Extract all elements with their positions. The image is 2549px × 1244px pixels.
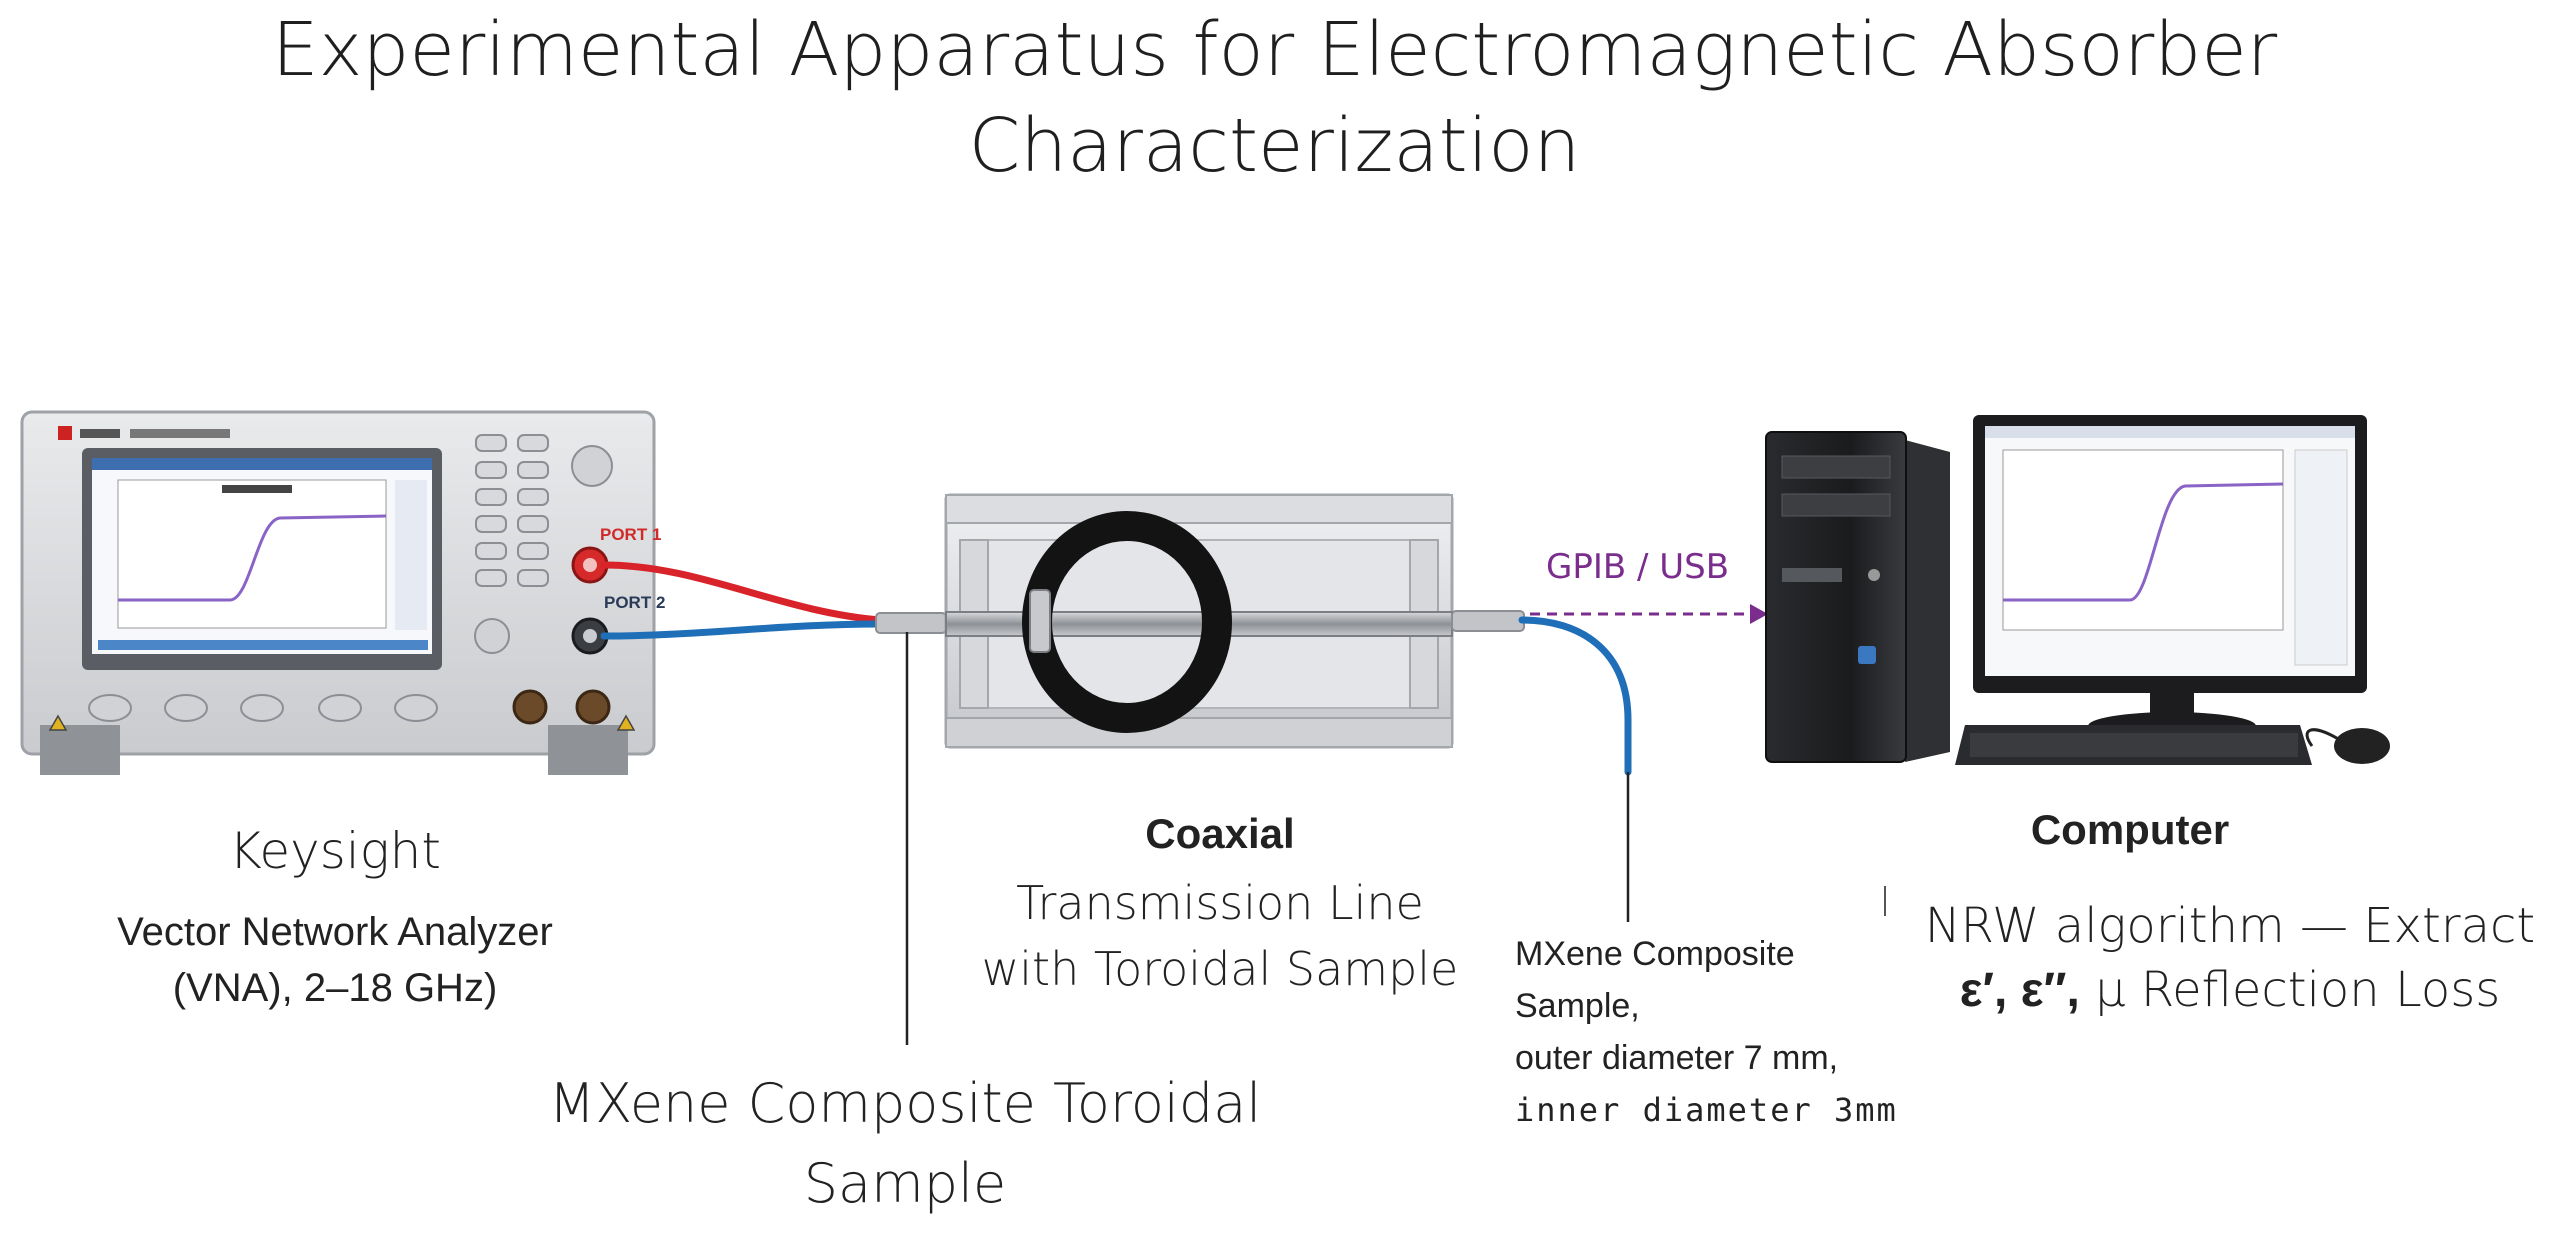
computer-line-2: ε′, ε″, μ Reflection Loss	[1920, 962, 2540, 1018]
title-line-1: Experimental Apparatus for Electromagnet…	[271, 7, 2278, 93]
vna-range-label: (VNA), 2–18 GHz)	[172, 966, 498, 1010]
port2-label: PORT 2	[604, 593, 665, 612]
vna-brand-label: Keysight	[229, 822, 441, 880]
blue-test-cable	[600, 620, 884, 640]
computer-line-1: NRW algorithm — Extract	[1924, 898, 2536, 954]
permittivity-symbols: ε′, ε″,	[1959, 964, 2080, 1017]
vna-instrument	[20, 410, 656, 775]
gpib-usb-label: GPIB / USB	[1546, 547, 1729, 587]
left-coax-connector	[875, 612, 947, 634]
coaxial-fixture	[944, 493, 1454, 749]
computer-monitor	[1973, 415, 2367, 740]
diagram-title: Experimental Apparatus for Electromagnet…	[0, 2, 2549, 194]
output-cable	[1518, 616, 1632, 776]
sample-callout-line-1: MXene Composite	[1515, 935, 1795, 973]
toroid-callout-line-2: Sample	[803, 1152, 1007, 1215]
red-test-cable	[600, 561, 884, 624]
link-arrowhead	[1750, 604, 1768, 624]
computer-mouse	[2305, 728, 2390, 764]
coax-line-2: Transmission Line	[1016, 876, 1424, 930]
center-conductor-rod	[945, 611, 1453, 637]
sample-callout: MXene Composite Sample, outer diameter 7…	[1515, 928, 1975, 1136]
keyboard	[1955, 725, 2312, 765]
computer-title: Computer	[2030, 806, 2230, 853]
coax-line-3: with Toroidal Sample	[981, 942, 1459, 996]
sample-callout-line-2: Sample,	[1515, 987, 1640, 1025]
computer-tower	[1765, 431, 1950, 763]
vna-model-label: Vector Network Analyzer	[117, 910, 553, 954]
title-line-2: Characterization	[968, 103, 1581, 189]
toroid-callout-line-1: MXene Composite Toroidal	[548, 1072, 1262, 1135]
right-coax-connector	[1451, 610, 1525, 632]
port1-label: PORT 1	[600, 525, 661, 544]
coax-title: Coaxial	[1145, 810, 1295, 857]
computer-line-2-rest: μ Reflection Loss	[2079, 962, 2501, 1018]
sample-callout-line-4: inner diameter 3mm	[1515, 1091, 1898, 1129]
sample-callout-line-3: outer diameter 7 mm,	[1515, 1039, 1839, 1077]
